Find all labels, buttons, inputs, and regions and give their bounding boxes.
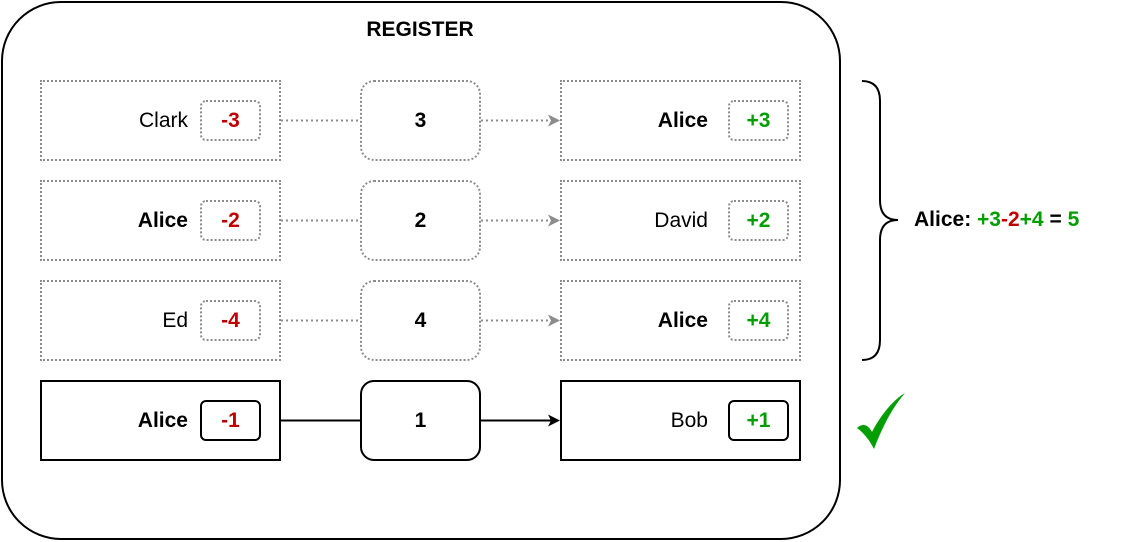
transaction-number-box: 4 <box>360 280 481 361</box>
debit-badge: -1 <box>200 400 261 441</box>
receiver-name: Alice <box>657 109 708 132</box>
transaction-number-box: 1 <box>360 380 481 461</box>
summary-label: Alice: <box>914 208 978 231</box>
right-curly-brace-icon <box>861 80 899 361</box>
register-container <box>1 1 841 540</box>
sender-name: Alice <box>137 409 188 432</box>
debit-badge: -3 <box>200 100 261 141</box>
transaction-number-box: 3 <box>360 80 481 161</box>
credit-badge: +1 <box>728 400 789 441</box>
summary-term-1: +3 <box>977 208 1001 231</box>
summary-equals: = <box>1043 208 1068 231</box>
credit-badge: +4 <box>728 300 789 341</box>
checkmark-icon <box>857 393 905 449</box>
summary-term-3: +4 <box>1019 208 1044 231</box>
credit-badge: +3 <box>728 100 789 141</box>
receiver-name: David <box>654 209 708 232</box>
receiver-name: Bob <box>670 409 708 432</box>
sender-name: Alice <box>137 209 188 232</box>
sender-name: Ed <box>162 309 188 332</box>
debit-badge: -2 <box>200 200 261 241</box>
transaction-number-box: 2 <box>360 180 481 261</box>
sender-name: Clark <box>138 109 188 132</box>
summary-result: 5 <box>1067 208 1080 231</box>
alice-balance-summary: Alice: +3-2+4 = 5 <box>914 205 1079 235</box>
receiver-name: Alice <box>657 309 708 332</box>
register-title: REGISTER <box>366 18 474 41</box>
debit-badge: -4 <box>200 300 261 341</box>
credit-badge: +2 <box>728 200 789 241</box>
summary-term-2: -2 <box>1000 208 1020 231</box>
